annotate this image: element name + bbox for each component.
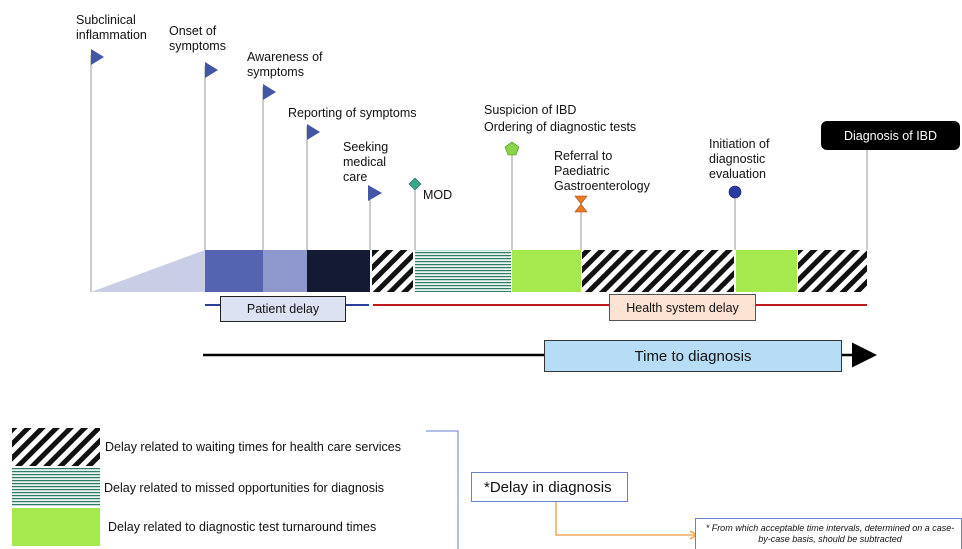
milestone-poles xyxy=(90,55,868,292)
time-to-diagnosis-box: Time to diagnosis xyxy=(544,340,842,372)
legend-label-missed: Delay related to missed opportunities fo… xyxy=(104,481,385,495)
label-suspicion-line1: Suspicion of IBD xyxy=(484,103,577,117)
segment-waiting-3 xyxy=(798,250,867,292)
segment-waiting-1 xyxy=(372,250,413,292)
label-subclinical: Subclinical inflammation xyxy=(76,13,147,42)
note-connector xyxy=(555,502,695,536)
legend-label-waiting: Delay related to waiting times for healt… xyxy=(105,440,401,454)
flag-icon xyxy=(205,62,218,78)
suspicion-pentagon-icon xyxy=(504,141,520,156)
legend-swatch-waiting xyxy=(12,428,100,466)
label-awareness: Awareness of symptoms xyxy=(247,50,323,79)
footnote-text: * From which acceptable time intervals, … xyxy=(705,523,955,544)
referral-hourglass-icon xyxy=(574,195,588,213)
patient-delay-box: Patient delay xyxy=(220,296,346,322)
diagnosis-of-ibd-box: Diagnosis of IBD xyxy=(821,121,960,150)
segment-turnaround-1 xyxy=(512,250,581,292)
milestone-flags xyxy=(91,49,382,201)
label-reporting: Reporting of symptoms xyxy=(288,106,417,120)
footnote-box: * From which acceptable time intervals, … xyxy=(695,518,962,549)
legend-swatch-missed xyxy=(12,468,100,506)
flag-icon xyxy=(307,124,320,140)
segment-missed-opportunity xyxy=(415,250,511,292)
segment-reporting-seeking xyxy=(307,250,370,292)
flag-icon xyxy=(263,84,276,100)
label-seeking: Seeking medical care xyxy=(343,140,389,184)
segment-turnaround-2 xyxy=(736,250,797,292)
label-onset: Onset of symptoms xyxy=(169,24,226,53)
segment-awareness-reporting xyxy=(263,250,307,292)
label-initiation: Initiation of diagnostic evaluation xyxy=(709,137,770,181)
health-system-delay-box: Health system delay xyxy=(609,294,756,321)
label-suspicion-line2: Ordering of diagnostic tests xyxy=(484,120,637,134)
legend-swatch-turnaround xyxy=(12,508,100,546)
flag-icon xyxy=(368,185,382,201)
legend-label-turnaround: Delay related to diagnostic test turnaro… xyxy=(108,520,377,534)
segment-waiting-2 xyxy=(582,250,734,292)
label-mod: MOD xyxy=(423,188,453,202)
delay-in-diagnosis-note: *Delay in diagnosis xyxy=(471,472,628,502)
subclinical-wedge xyxy=(91,250,205,292)
initiation-sphere-icon xyxy=(728,185,742,199)
legend-bracket xyxy=(426,430,459,549)
mod-diamond-icon xyxy=(408,177,422,191)
segment-onset-awareness xyxy=(205,250,263,292)
flag-icon xyxy=(91,49,104,65)
label-referral: Referral to Paediatric Gastroenterology xyxy=(554,149,650,193)
